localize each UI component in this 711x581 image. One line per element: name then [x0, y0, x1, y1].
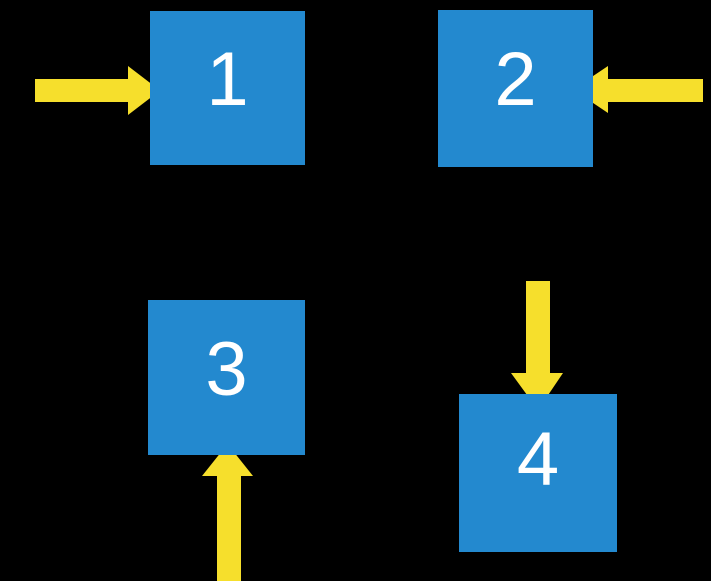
- node-3-label: 3: [205, 327, 248, 412]
- node-1[interactable]: 1: [150, 11, 305, 165]
- node-3[interactable]: 3: [148, 300, 305, 455]
- node-2-label: 2: [494, 37, 537, 122]
- arrow-up-icon: [202, 444, 253, 581]
- arrow-into-node-4: [511, 281, 563, 410]
- arrow-into-node-1: [35, 66, 160, 116]
- arrow-into-node-2: [573, 66, 703, 113]
- arrow-right-icon: [35, 66, 160, 115]
- node-4[interactable]: 4: [459, 394, 617, 552]
- arrow-into-node-3: [202, 444, 253, 581]
- node-4-label: 4: [516, 417, 560, 502]
- arrow-down-icon: [511, 281, 563, 410]
- node-2[interactable]: 2: [438, 10, 593, 167]
- node-1-label: 1: [206, 37, 249, 122]
- arrow-left-icon: [573, 66, 703, 113]
